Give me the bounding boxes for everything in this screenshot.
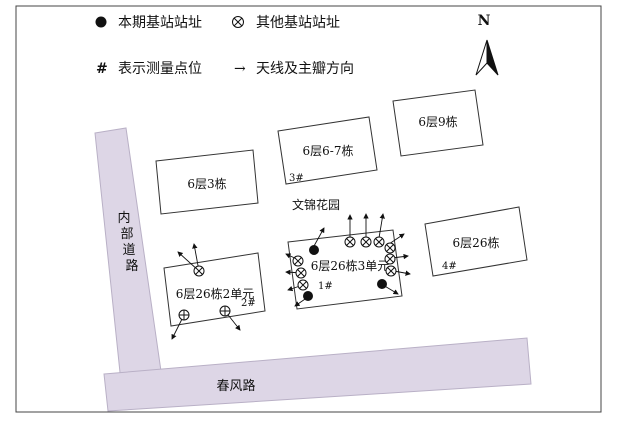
other-site-icon <box>384 253 396 265</box>
point-1-label: 1# <box>318 281 333 292</box>
other-site-icon <box>193 265 205 277</box>
other-site-icon <box>385 265 397 277</box>
legend-other-site-icon <box>232 16 244 28</box>
other-site-icon <box>344 236 356 248</box>
antenna-arrows-unit3 <box>285 213 411 307</box>
building-26-unit2-label: 6层26栋2单元 <box>176 286 255 301</box>
building-9 <box>392 89 484 157</box>
building-26-right <box>424 206 528 277</box>
chunfeng-road <box>103 337 532 412</box>
current-site-icon <box>303 291 313 301</box>
garden-label: 文锦花园 <box>292 197 340 212</box>
building-6-7-label: 6层6-7栋 <box>303 143 354 158</box>
legend-current-site-icon <box>95 16 107 28</box>
compass-n-label: N <box>478 13 491 29</box>
point-2-label: 2# <box>241 298 256 309</box>
inner-road-label-1: 内 <box>117 210 130 226</box>
legend-arrow-symbol: → <box>234 61 246 77</box>
current-site-icon <box>309 245 319 255</box>
north-arrow-icon <box>475 39 499 76</box>
legend-other-site-label: 其他基站站址 <box>256 14 340 31</box>
building-3-label: 6层3栋 <box>187 176 226 191</box>
other-site-icon <box>373 236 385 248</box>
legend-antenna-label: 天线及主瓣方向 <box>256 61 354 77</box>
other-site-icon <box>384 242 396 254</box>
legend-measure-symbol: # <box>96 61 108 77</box>
other-site-icon <box>360 236 372 248</box>
other-site-plus-icon <box>178 309 190 321</box>
inner-road-label-3: 道 <box>122 243 135 258</box>
legend-measure-label: 表示测量点位 <box>118 61 202 77</box>
other-site-icon <box>295 267 307 279</box>
building-26-right-label: 6层26栋 <box>453 235 500 250</box>
building-6-7 <box>277 116 378 185</box>
inner-road-label-4: 路 <box>125 258 138 274</box>
other-site-icon <box>297 279 309 291</box>
legend-current-site-label: 本期基站站址 <box>118 14 202 31</box>
building-26-unit3-label: 6层26栋3单元 <box>311 258 390 273</box>
figure-frame <box>15 5 602 413</box>
other-site-plus-icon <box>219 305 231 317</box>
building-26-unit2 <box>163 252 266 327</box>
building-9-label: 6层9栋 <box>418 114 457 129</box>
inner-road-label-2: 部 <box>120 227 133 242</box>
point-4-label: 4# <box>442 261 457 272</box>
building-3 <box>155 149 259 215</box>
current-site-icon <box>377 279 387 289</box>
point-3-label: 3# <box>289 173 304 184</box>
other-site-icon <box>292 255 304 267</box>
chunfeng-road-label: 春风路 <box>216 378 255 394</box>
